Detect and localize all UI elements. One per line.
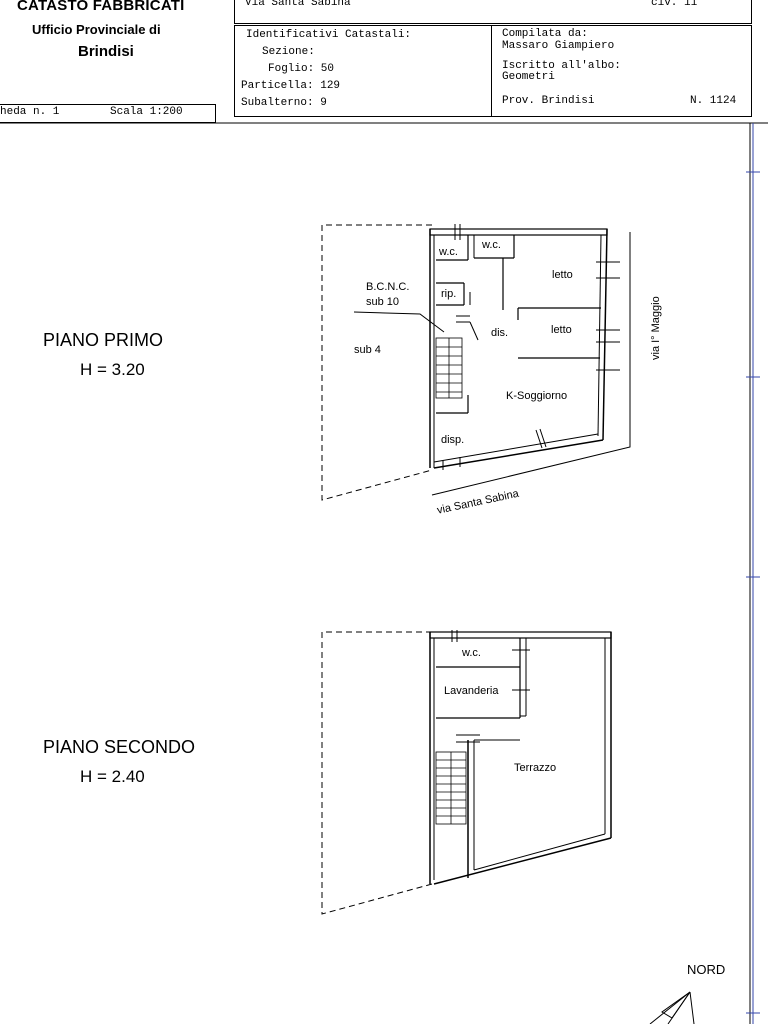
compiler-heading: Compilata da: [502,28,588,40]
street-label-side: via I° Maggio [650,296,662,360]
identifiers-heading: Identificativi Catastali: [246,29,412,41]
floor-height-first: H = 3.20 [80,360,145,379]
room-label-soggiorno: K-Soggiorno [506,390,568,402]
floor-title-first: PIANO PRIMO [43,330,164,350]
north-arrow-icon [649,991,695,1024]
room-label-wc: w.c. [482,239,501,251]
room-label-dis: dis. [491,327,509,339]
subalterno-label: Subalterno: 9 [241,97,327,109]
room-label-wc: w.c. [439,246,458,258]
document-title: CATASTO FABBRICATI [17,0,185,14]
room-label-letto: letto [552,269,573,281]
sheet-number: heda n. 1 [0,106,60,118]
room-label-letto: letto [551,324,572,336]
compiler-name: Massaro Giampiero [502,40,615,52]
room-label-lavanderia: Lavanderia [444,685,499,697]
room-label-disp: disp. [441,434,465,446]
compiler-box [491,25,752,117]
civic-number: civ. 11 [651,0,698,9]
room-label-wc: w.c. [462,647,481,659]
register-heading: Iscritto all'albo: [502,60,621,72]
register-value: Geometri [502,71,555,83]
first-floor-plan [321,224,631,501]
north-label: NORD [687,962,726,977]
foglio-label: Foglio: 50 [268,63,335,75]
province-label: Prov. Brindisi [502,95,595,107]
second-floor-plan [321,630,612,915]
scale-label: Scala 1:200 [110,106,183,118]
address-text: Via Santa Sabina [245,0,351,9]
floor-height-second: H = 2.40 [80,767,145,786]
register-number: N. 1124 [690,95,737,107]
sezione-label: Sezione: [262,46,315,58]
room-label-sub10: sub 10 [366,296,400,308]
particella-label: Particella: 129 [241,80,341,92]
floor-title-second: PIANO SECONDO [43,737,196,757]
room-label-rip: rip. [441,288,457,300]
address-box [234,0,752,24]
room-label-terrazzo: Terrazzo [514,762,557,774]
office-label: Ufficio Provinciale di [32,22,161,37]
room-label-bcnc: B.C.N.C. [366,281,410,293]
room-label-sub4: sub 4 [354,344,381,356]
city-label: Brindisi [78,43,134,60]
